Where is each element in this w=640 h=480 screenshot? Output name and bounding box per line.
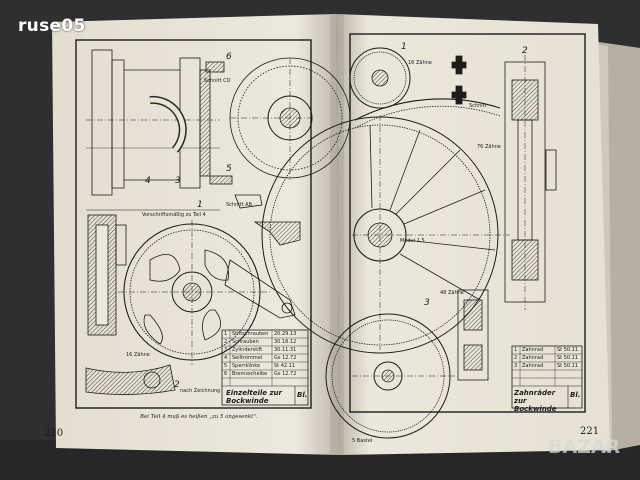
right-figure-number-2: 2: [522, 46, 528, 56]
right-page: [336, 14, 610, 455]
left-figure-number-3: 3: [175, 176, 181, 186]
left-figure-number-4: 4: [145, 176, 151, 186]
right-figure-number-3: 3: [424, 298, 430, 308]
right-figure-number-1: 1: [401, 42, 407, 52]
right-parts-name-3: Zahnrad: [522, 363, 544, 369]
left-title-block-title: Einzelteile zur Bockwinde: [226, 389, 282, 405]
right-parts-pos-1: 1: [514, 347, 518, 353]
left-title-block-sheet: Bl.: [297, 391, 308, 399]
left-label-vorschrift: Vorschriftsmäßig zu Teil 4: [142, 212, 206, 218]
left-label-schnitt-ab: Schnitt AB: [226, 202, 253, 208]
right-parts-name-2: Zahnrad: [522, 355, 544, 361]
left-parts-norm-6: Gs 12.72: [274, 371, 297, 377]
left-parts-name-5: Sperrklinke: [232, 363, 261, 369]
right-label-schnitt: Schnitt: [469, 103, 487, 109]
left-page-number: 220: [44, 428, 64, 439]
right-label-modul: Modul 1,5: [400, 238, 425, 244]
left-label-nach-zeichnung: nach Zeichnung: [180, 388, 221, 394]
left-figure-number-2: 2: [174, 380, 180, 390]
right-label-zaehne-mittel: 48 Zähne: [440, 290, 464, 296]
left-label-schnitt-cd: Schnitt CD: [204, 78, 231, 84]
left-parts-norm-3: 30.11.31: [274, 347, 297, 353]
left-figure-number-1: 1: [197, 200, 203, 210]
left-parts-norm-2: 30.18.12: [274, 339, 297, 345]
right-page-footer-mark: 5 Bastel: [352, 438, 373, 444]
left-parts-pos-1: 1: [224, 331, 228, 337]
left-parts-pos-4: 4: [224, 355, 228, 361]
right-parts-norm-3: St 50.11: [557, 363, 579, 369]
left-parts-name-3: Zylinderstift: [232, 347, 263, 353]
left-parts-name-1: Stiftschrauben: [232, 331, 269, 337]
left-figure-number-6: 6: [226, 52, 232, 62]
left-parts-pos-2: 2: [224, 339, 228, 345]
right-parts-name-1: Zahnrad: [522, 347, 544, 353]
left-parts-name-6: Bremsscheibe: [232, 371, 268, 377]
left-parts-name-4: Seiltrommel: [232, 355, 263, 361]
left-parts-norm-5: St 42.11: [274, 363, 296, 369]
right-title-block-sheet: Bl.: [570, 391, 581, 399]
site-logo: BAZAR: [548, 436, 621, 458]
left-parts-norm-1: 20.29.13: [274, 331, 297, 337]
right-technical-drawing: [261, 33, 586, 439]
left-parts-pos-6: 6: [224, 371, 228, 377]
watermark-username: ruse05: [18, 16, 86, 36]
left-parts-name-2: Schrauben: [232, 339, 259, 345]
left-parts-pos-5: 5: [224, 363, 228, 369]
left-parts-norm-4: Gs 12.72: [274, 355, 297, 361]
left-page-caption: Bei Teil 4 muß es heißen „zu 5 angesenkt…: [140, 414, 258, 420]
left-technical-drawing: [75, 39, 351, 409]
right-parts-norm-1: St 50.11: [557, 347, 579, 353]
right-parts-pos-3: 3: [514, 363, 518, 369]
right-page-number: 221: [580, 426, 600, 437]
left-parts-pos-3: 3: [224, 347, 228, 353]
right-label-zaehne-klein: 16 Zähne: [408, 60, 432, 66]
left-figure-number-5: 5: [226, 164, 232, 174]
right-title-block-title: Zahnräder zur Bockwinde: [514, 389, 557, 413]
right-label-zaehne-gross: 76 Zähne: [477, 144, 501, 150]
right-parts-norm-2: St 50.11: [557, 355, 579, 361]
left-label-zaehne: 16 Zähne: [126, 352, 150, 358]
right-parts-pos-2: 2: [514, 355, 518, 361]
